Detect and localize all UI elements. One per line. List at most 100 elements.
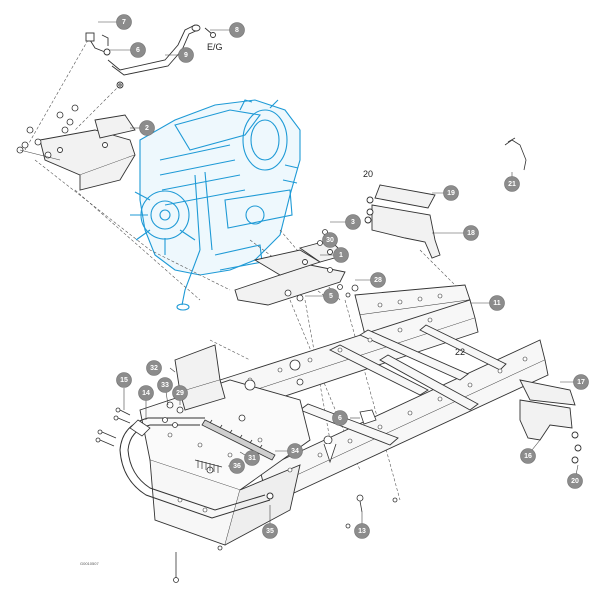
callout-circle xyxy=(323,288,339,304)
callout-c16: 16 xyxy=(520,448,536,464)
callout-c15a: 15 xyxy=(116,372,132,388)
front-mount-bracket xyxy=(39,114,136,191)
callout-c35: 35 xyxy=(262,523,278,539)
callout-circle xyxy=(229,458,245,474)
right-side-plates xyxy=(364,184,441,259)
callout-circle xyxy=(573,374,589,390)
callout-c18: 18 xyxy=(463,225,479,241)
callout-circle xyxy=(354,523,370,539)
callout-number: 3 xyxy=(351,219,355,226)
rear-right-plates xyxy=(519,379,582,464)
callout-circle xyxy=(262,523,278,539)
callout-circle xyxy=(130,42,146,58)
callout-number: 31 xyxy=(248,455,256,462)
wire-harness xyxy=(504,137,527,171)
callout-c2: 2 xyxy=(139,120,155,136)
callout-number: 30 xyxy=(326,237,334,244)
callout-number: 34 xyxy=(291,448,299,455)
callout-c5: 5 xyxy=(323,288,339,304)
callout-number: 14 xyxy=(142,390,150,397)
callout-number: 17 xyxy=(577,379,585,386)
mount-bolts-left xyxy=(16,104,79,159)
callout-number: 8 xyxy=(235,27,239,34)
engine-connection-label: E/G xyxy=(207,42,223,52)
callout-c11: 11 xyxy=(489,295,505,311)
callout-circle xyxy=(567,473,583,489)
callout-number: 6 xyxy=(338,415,342,422)
engine-assembly xyxy=(130,99,301,311)
callout-c28: 28 xyxy=(370,272,386,288)
callout-circle xyxy=(146,360,162,376)
callout-number: 7 xyxy=(122,19,126,26)
callout-circle xyxy=(520,448,536,464)
callout-number: 35 xyxy=(266,528,274,535)
callout-number: 16 xyxy=(524,453,532,460)
callout-circle xyxy=(172,385,188,401)
callout-number: 5 xyxy=(329,293,333,300)
callout-c33: 33 xyxy=(157,377,173,393)
callout-circle xyxy=(463,225,479,241)
callout-c19: 19 xyxy=(443,185,459,201)
callout-number: 21 xyxy=(508,181,516,188)
callout-number: 9 xyxy=(184,52,188,59)
callout-c34: 34 xyxy=(287,443,303,459)
callout-c20b: 20 xyxy=(567,473,583,489)
callout-circle xyxy=(370,272,386,288)
callout-number: 15 xyxy=(120,377,128,384)
callout-number: 33 xyxy=(161,382,169,389)
callout-circle xyxy=(489,295,505,311)
callout-circle xyxy=(116,372,132,388)
callout-circle xyxy=(443,185,459,201)
callout-number: 20 xyxy=(571,478,579,485)
callout-number: 19 xyxy=(447,190,455,197)
callout-circle xyxy=(178,47,194,63)
rubber-strap xyxy=(201,419,276,461)
callout-number: 18 xyxy=(467,230,475,237)
fuel-hose-assembly xyxy=(85,24,216,89)
callout-c3: 3 xyxy=(345,214,361,230)
plain-label-22: 22 xyxy=(455,347,465,357)
figure-id: G0010507 xyxy=(80,561,99,566)
callout-c8a: 8 xyxy=(229,22,245,38)
callout-number: 28 xyxy=(374,277,382,284)
callout-number: 32 xyxy=(150,365,158,372)
callout-bubbles: 7 8 6 9 2 21 19 18 3 30 1 28 5 11 32 15 14 33 29 6 34 31 36 35 1… xyxy=(116,14,589,539)
callout-circle xyxy=(116,14,132,30)
callout-circle xyxy=(139,120,155,136)
callout-c31: 31 xyxy=(244,450,260,466)
callout-c13: 13 xyxy=(354,523,370,539)
callout-c6: 6 xyxy=(130,42,146,58)
callout-number: 6 xyxy=(136,47,140,54)
callout-circle xyxy=(332,410,348,426)
callout-c9: 9 xyxy=(178,47,194,63)
callout-c8b: 6 xyxy=(332,410,348,426)
callout-c7: 7 xyxy=(116,14,132,30)
callout-c1: 1 xyxy=(333,247,349,263)
callout-circle xyxy=(287,443,303,459)
callout-circle xyxy=(333,247,349,263)
callout-circle xyxy=(229,22,245,38)
callout-circle xyxy=(504,176,520,192)
callout-number: 13 xyxy=(358,528,366,535)
callout-c30: 30 xyxy=(322,232,338,248)
front-cover-plate xyxy=(174,344,226,411)
callout-number: 2 xyxy=(145,125,149,132)
callout-circle xyxy=(345,214,361,230)
comb-strip xyxy=(194,459,223,473)
callout-number: 29 xyxy=(176,390,184,397)
callout-c32: 32 xyxy=(146,360,162,376)
plain-label-20: 20 xyxy=(363,169,373,179)
callout-circle xyxy=(244,450,260,466)
callout-circle xyxy=(157,377,173,393)
callout-circle xyxy=(138,385,154,401)
callout-c21: 21 xyxy=(504,176,520,192)
callout-c14: 14 xyxy=(138,385,154,401)
callout-c36: 36 xyxy=(229,458,245,474)
callout-number: 11 xyxy=(493,300,501,307)
callout-number: 36 xyxy=(233,463,241,470)
callout-circle xyxy=(322,232,338,248)
callout-number: 1 xyxy=(339,252,343,259)
callout-c17: 17 xyxy=(573,374,589,390)
